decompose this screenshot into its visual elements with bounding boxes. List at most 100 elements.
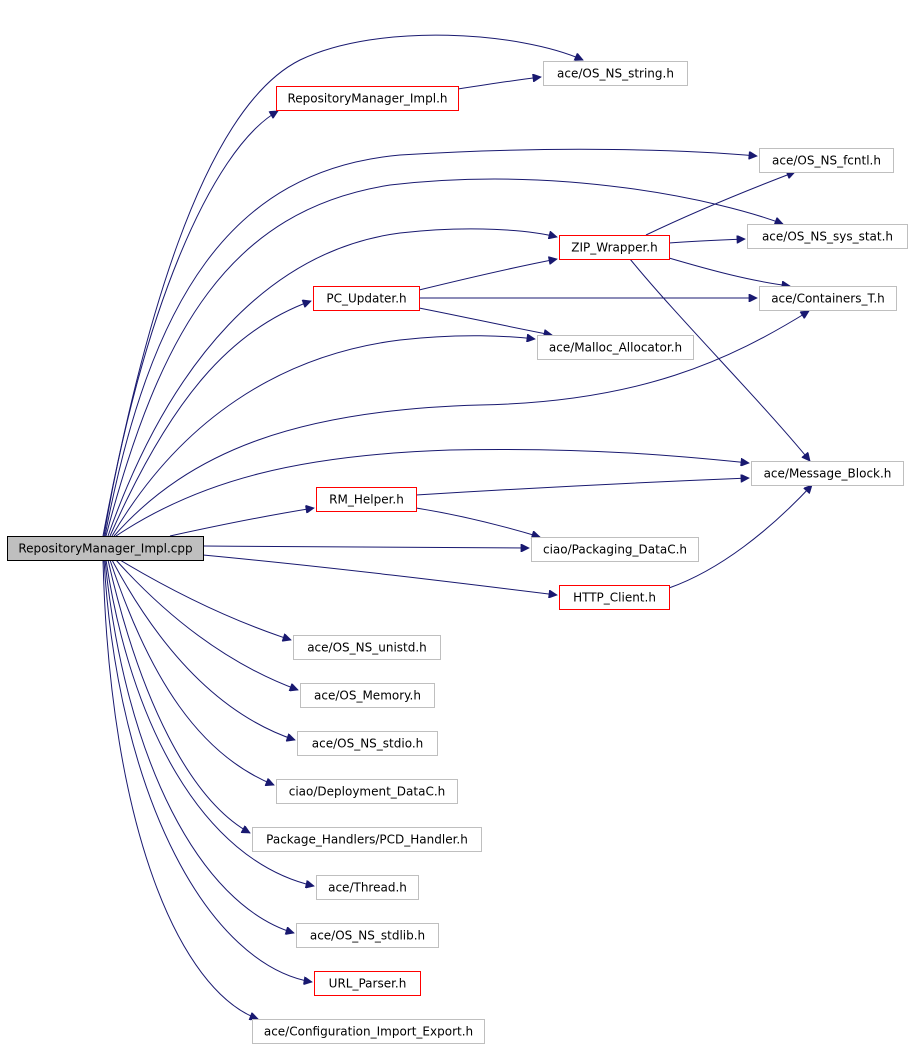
node-rmh[interactable]: RM_Helper.h — [316, 487, 417, 512]
node-label: RM_Helper.h — [329, 493, 404, 507]
node-box — [751, 461, 904, 486]
node-box — [252, 1019, 485, 1044]
node-label: ace/OS_NS_unistd.h — [307, 641, 427, 655]
node-zip[interactable]: ZIP_Wrapper.h — [559, 235, 670, 260]
edge-root-to-stdio — [111, 559, 295, 740]
node-pkgdata: ciao/Packaging_DataC.h — [531, 537, 699, 562]
node-label: ciao/Deployment_DataC.h — [289, 785, 446, 799]
node-box — [293, 635, 441, 660]
node-rmi_h[interactable]: RepositoryManager_Impl.h — [276, 86, 459, 111]
node-box — [537, 335, 694, 360]
edge-root-to-deploy — [109, 559, 274, 785]
node-pcd: Package_Handlers/PCD_Handler.h — [252, 827, 482, 852]
node-box — [252, 827, 482, 852]
edge-rmh-to-msgblock — [415, 478, 749, 496]
edge-rmi_h-to-os_string — [457, 77, 541, 90]
edge-root-to-zip — [107, 228, 557, 537]
edge-zip-to-containers — [668, 257, 790, 286]
edges-layer — [102, 34, 812, 1019]
node-box — [747, 224, 908, 249]
edge-root-to-msgblock — [115, 448, 749, 537]
edge-root-to-os_string — [102, 34, 583, 537]
node-label: ace/OS_Memory.h — [314, 689, 421, 703]
node-label: ace/Containers_T.h — [771, 292, 885, 306]
node-box — [559, 585, 670, 610]
node-box — [297, 731, 438, 756]
node-box — [316, 487, 417, 512]
node-label: ace/Configuration_Import_Export.h — [264, 1025, 473, 1039]
edge-root-to-urlp — [103, 559, 312, 982]
edge-pcu-to-zip — [418, 259, 557, 291]
node-urlp[interactable]: URL_Parser.h — [314, 971, 421, 996]
edge-root-to-unistd — [119, 559, 291, 640]
edge-zip-to-msgblock — [629, 258, 810, 461]
edge-root-to-osmem — [115, 559, 298, 690]
node-label: ace/OS_NS_stdlib.h — [310, 929, 425, 943]
node-label: URL_Parser.h — [329, 977, 407, 991]
edge-root-to-cfgie — [102, 559, 258, 1019]
edge-root-to-containers — [113, 311, 809, 537]
node-label: ace/Message_Block.h — [764, 467, 892, 481]
node-label: ace/OS_NS_string.h — [557, 67, 674, 81]
node-label: ace/OS_NS_stdio.h — [312, 737, 424, 751]
node-unistd: ace/OS_NS_unistd.h — [293, 635, 441, 660]
node-label: ZIP_Wrapper.h — [571, 241, 657, 255]
edge-root-to-pcu — [109, 301, 311, 537]
node-os_fcntl: ace/OS_NS_fcntl.h — [759, 148, 894, 173]
node-stdio: ace/OS_NS_stdio.h — [297, 731, 438, 756]
node-malloc: ace/Malloc_Allocator.h — [537, 335, 694, 360]
node-box — [314, 971, 421, 996]
edge-http-to-msgblock — [668, 485, 812, 589]
node-label: RepositoryManager_Impl.h — [287, 92, 447, 106]
edge-pcu-to-malloc — [418, 307, 552, 335]
node-label: PC_Updater.h — [326, 292, 406, 306]
node-os_string: ace/OS_NS_string.h — [543, 61, 688, 86]
node-os_sysstat: ace/OS_NS_sys_stat.h — [747, 224, 908, 249]
node-box — [296, 923, 439, 948]
node-box — [276, 779, 458, 804]
edge-rmh-to-pkgdata — [415, 507, 540, 537]
node-box — [276, 86, 459, 111]
node-stdlib: ace/OS_NS_stdlib.h — [296, 923, 439, 948]
node-box — [531, 537, 699, 562]
edge-root-to-malloc — [111, 336, 535, 537]
edge-root-to-rmh — [169, 508, 314, 537]
node-box — [759, 286, 897, 311]
nodes-layer: RepositoryManager_Impl.cpp RepositoryMana… — [7, 61, 908, 1044]
edge-root-to-pkgdata — [202, 546, 529, 548]
node-msgblock: ace/Message_Block.h — [751, 461, 904, 486]
edge-root-to-pcd — [107, 559, 250, 834]
node-box — [543, 61, 688, 86]
edge-root-to-rmi_h — [103, 111, 278, 537]
node-label: ace/Malloc_Allocator.h — [549, 341, 682, 355]
node-cfgie: ace/Configuration_Import_Export.h — [252, 1019, 485, 1044]
edge-root-to-thread — [105, 559, 314, 886]
node-label: ace/OS_NS_fcntl.h — [772, 154, 881, 168]
edge-root-to-os_sysstat — [105, 178, 783, 537]
node-root[interactable]: RepositoryManager_Impl.cpp — [7, 536, 204, 561]
edge-zip-to-os_sysstat — [668, 239, 745, 244]
node-label: HTTP_Client.h — [573, 591, 656, 605]
edge-root-to-os_fcntl — [104, 148, 757, 537]
node-box — [7, 536, 204, 561]
node-label: ace/OS_NS_sys_stat.h — [762, 230, 893, 244]
node-thread: ace/Thread.h — [316, 875, 419, 900]
node-box — [559, 235, 670, 260]
node-box — [300, 683, 435, 708]
node-label: ciao/Packaging_DataC.h — [543, 543, 687, 557]
node-box — [316, 875, 419, 900]
node-containers: ace/Containers_T.h — [759, 286, 897, 311]
node-label: ace/Thread.h — [328, 881, 407, 895]
node-osmem: ace/OS_Memory.h — [300, 683, 435, 708]
node-pcu[interactable]: PC_Updater.h — [313, 286, 420, 311]
node-label: RepositoryManager_Impl.cpp — [18, 542, 192, 556]
node-box — [759, 148, 894, 173]
edge-root-to-http — [202, 554, 557, 595]
node-box — [313, 286, 420, 311]
node-deploy: ciao/Deployment_DataC.h — [276, 779, 458, 804]
node-label: Package_Handlers/PCD_Handler.h — [266, 833, 468, 847]
node-http[interactable]: HTTP_Client.h — [559, 585, 670, 610]
edge-zip-to-os_fcntl — [645, 172, 795, 236]
